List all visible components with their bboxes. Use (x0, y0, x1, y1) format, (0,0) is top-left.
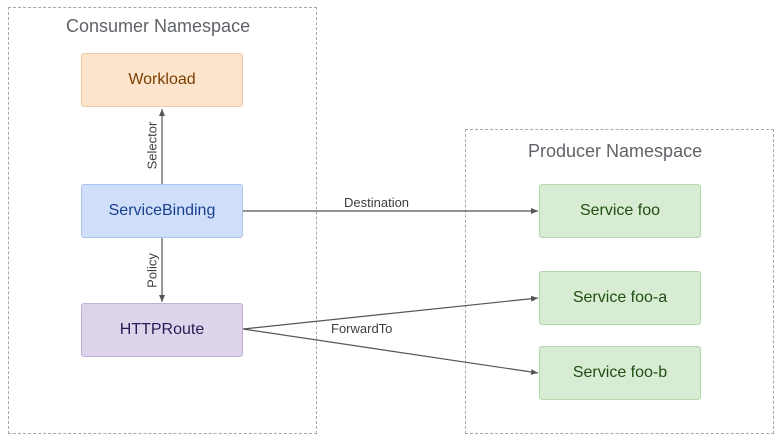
destination-edge-label: Destination (344, 195, 410, 210)
consumer-namespace (8, 7, 317, 434)
service-foo-label: Service foo (579, 202, 661, 219)
forward-to-foo-b-edge (242, 328, 539, 375)
forward-to-foo-a-edge (242, 295, 539, 330)
policy-edge-label: Policy (144, 253, 160, 288)
service-foo-b-node[interactable]: Service foo-b (539, 346, 701, 400)
service-binding-node[interactable]: ServiceBinding (81, 184, 243, 238)
service-foo-b-label: Service foo-b (572, 364, 668, 381)
consumer-namespace-title: Consumer Namespace (66, 16, 251, 36)
producer-namespace (465, 129, 774, 434)
selector-edge-label: Selector (144, 121, 160, 170)
workload-node[interactable]: Workload (81, 53, 243, 107)
http-route-label: HTTPRoute (119, 321, 205, 338)
service-foo-node[interactable]: Service foo (539, 184, 701, 238)
forward-to-edge-label: ForwardTo (331, 321, 393, 336)
service-foo-a-label: Service foo-a (572, 289, 668, 306)
http-route-node[interactable]: HTTPRoute (81, 303, 243, 357)
producer-namespace-title: Producer Namespace (528, 141, 703, 161)
service-foo-a-node[interactable]: Service foo-a (539, 271, 701, 325)
service-binding-label: ServiceBinding (108, 202, 216, 219)
workload-label: Workload (128, 71, 196, 88)
